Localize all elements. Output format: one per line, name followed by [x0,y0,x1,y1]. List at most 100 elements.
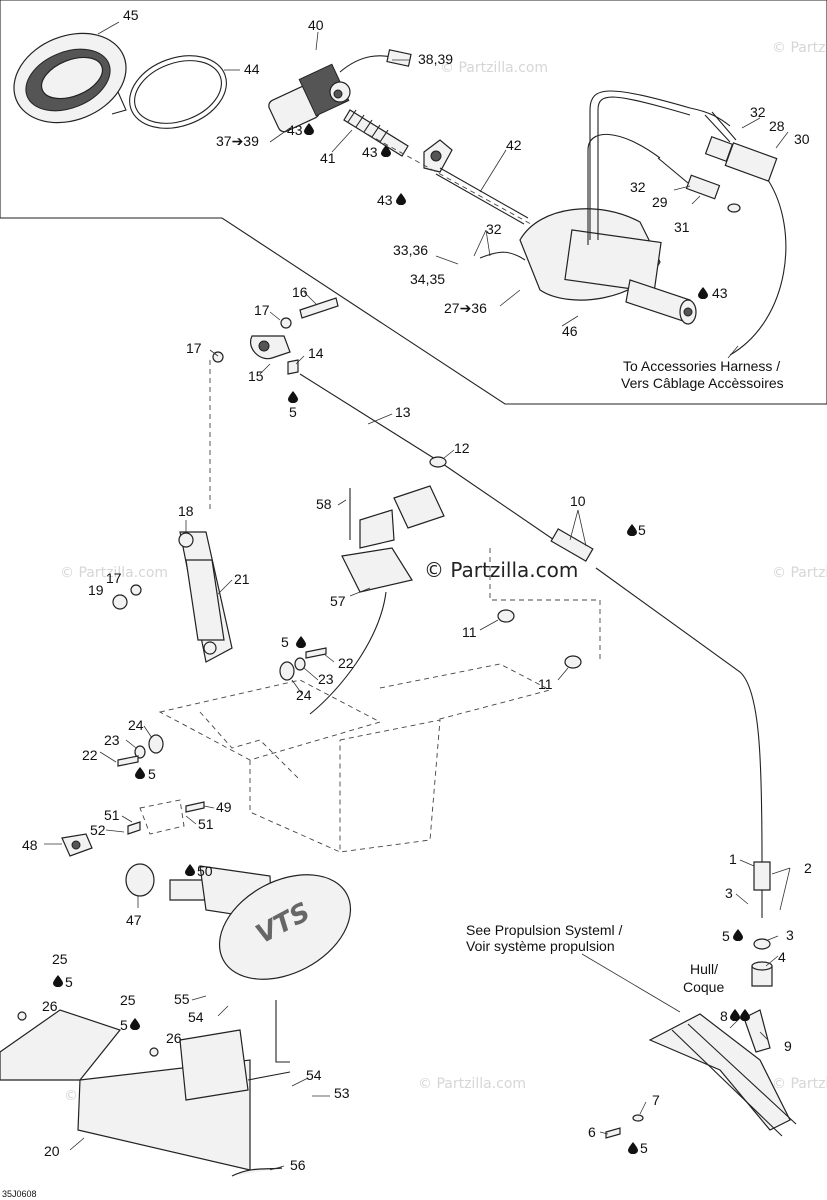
propulsion-note-line1: See Propulsion Systeml / [466,922,623,938]
callout-13: 13 [395,404,411,420]
gasket-ring-part [129,55,227,129]
callout-49: 49 [216,799,232,815]
callout-5: 5 [281,634,289,650]
callout-32: 32 [750,104,766,120]
callout-3: 3 [725,885,733,901]
callout-37-39: 37➔39 [216,133,259,149]
callout-29: 29 [652,194,668,210]
callout-48: 48 [22,837,38,853]
callout-52: 52 [90,822,106,838]
diagram-code: 35J0608 [2,1189,37,1199]
callout-5: 5 [289,404,297,420]
propulsion-note-line2: Voir système propulsion [466,938,615,954]
callout-23: 23 [318,671,334,687]
spacers-fasteners [117,609,582,767]
drop-icon [304,123,314,135]
drop-icon [185,864,195,876]
accessories-note-line2: Vers Câblage Accèssoires [621,375,784,391]
callout-17: 17 [106,570,122,586]
drop-icon [135,767,145,779]
callout-8: 8 [720,1008,728,1024]
callout-5: 5 [65,974,73,990]
callout-43: 43 [712,285,728,301]
callout-57: 57 [330,593,346,609]
callout-24: 24 [296,687,312,703]
drop-icon [730,1009,740,1021]
callout-43: 43 [377,192,393,208]
accessories-wire [729,179,787,356]
callout-22: 22 [82,747,98,763]
callout-50: 50 [197,863,213,879]
callout-58: 58 [316,496,332,512]
callout-41: 41 [320,150,336,166]
callout-40: 40 [308,17,324,33]
callout-1: 1 [729,851,737,867]
callout-11: 11 [538,676,553,692]
callout-5: 5 [120,1017,128,1033]
shift-lever-assembly [112,297,339,663]
callout-5: 5 [638,522,646,538]
watermarks: © Partzilla.com © Partzilla.com © Partzi… [60,40,827,1104]
inset-border [0,0,827,405]
drop-icon [740,1009,750,1021]
callout-21: 21 [234,571,250,587]
callout-25: 25 [120,992,136,1008]
callout-30: 30 [794,131,810,147]
callout-17: 17 [186,340,202,356]
connector-parts [657,107,778,213]
callout-54: 54 [188,1009,204,1025]
drop-icon [733,929,743,941]
mounting-bracket [0,1000,291,1177]
vts-badge: VTS [218,874,352,980]
accessories-leader [727,345,739,359]
notes: To Accessories Harness / Vers Câblage Ac… [2,358,784,1199]
drop-icon [396,193,406,205]
callout-43: 43 [362,144,378,160]
drop-icon [698,287,708,299]
callout-55: 55 [174,991,190,1007]
drop-icon [130,1018,140,1030]
callout-33-36: 33,36 [393,242,428,258]
callout-42: 42 [506,137,522,153]
callout-7: 7 [652,1092,660,1108]
callout-6: 6 [588,1124,596,1140]
callout-5: 5 [640,1140,648,1156]
callout-16: 16 [292,284,308,300]
callout-20: 20 [44,1143,60,1159]
callout-31: 31 [674,219,690,235]
accessories-note-line1: To Accessories Harness / [623,358,780,374]
callout-32: 32 [630,179,646,195]
callout-53: 53 [334,1085,350,1101]
control-module [309,485,445,715]
watermark-faint: © Partzilla.com [772,1076,827,1092]
callout-22: 22 [338,655,354,671]
callout-45: 45 [123,7,139,23]
callout-18: 18 [178,503,194,519]
callout-38-39: 38,39 [418,51,453,67]
callout-5: 5 [722,928,730,944]
callout-51: 51 [104,807,120,823]
callout-14: 14 [308,345,324,361]
callout-2: 2 [804,860,812,876]
watermark-faint: © Partzilla.com [772,565,827,581]
hull-note-line2: Coque [683,979,724,995]
callout-15: 15 [248,368,264,384]
callout-47: 47 [126,912,142,928]
watermark-faint: © Partzilla.com [440,60,548,76]
callout-34-35: 34,35 [410,271,445,287]
callout-54: 54 [306,1067,322,1083]
callout-19: 19 [88,582,104,598]
callout-28: 28 [769,118,785,134]
callout-11: 11 [462,624,477,640]
callout-12: 12 [454,440,470,456]
callout-56: 56 [290,1157,306,1173]
hull-note-line1: Hull/ [690,961,718,977]
callout-17: 17 [254,302,270,318]
callout-3: 3 [786,927,794,943]
leader-lines [44,21,791,1171]
watermark-main: © Partzilla.com [424,558,578,582]
callout-10: 10 [570,493,586,509]
callout-5: 5 [148,766,156,782]
drop-icon [53,975,63,987]
